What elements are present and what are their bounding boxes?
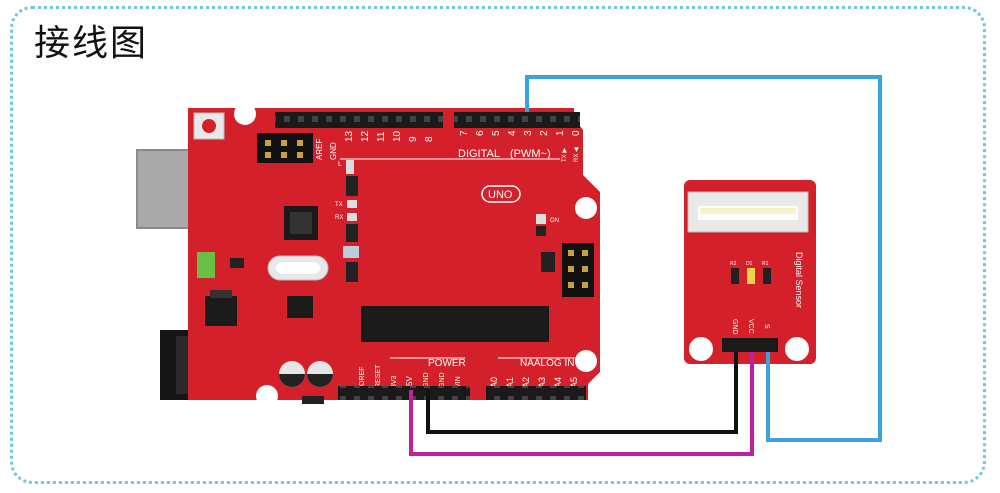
digital-label: DIGITAL bbox=[458, 148, 500, 160]
svg-text:A3: A3 bbox=[537, 377, 547, 388]
sensor-pin-s: S bbox=[763, 324, 770, 329]
svg-text:11: 11 bbox=[376, 131, 387, 142]
svg-text:L: L bbox=[338, 161, 342, 168]
svg-text:1: 1 bbox=[555, 130, 566, 136]
digital-pin-labels-left: AREF GND 13 12 11 10 9 8 bbox=[315, 130, 435, 160]
sensor-pin-vcc: VCC bbox=[747, 319, 754, 334]
uno-logo: UNO bbox=[481, 185, 521, 203]
pwm-label: (PWM~) bbox=[510, 148, 551, 160]
svg-text:4: 4 bbox=[507, 130, 518, 136]
power-header bbox=[338, 386, 470, 400]
reset-button bbox=[193, 112, 225, 140]
status-leds: L TX RX bbox=[335, 160, 358, 242]
on-label: ON bbox=[550, 218, 559, 224]
svg-text:8: 8 bbox=[424, 136, 435, 142]
svg-text:RX ◀: RX ◀ bbox=[574, 147, 580, 162]
svg-text:AREF: AREF bbox=[315, 139, 324, 160]
voltage-regulator bbox=[205, 290, 237, 326]
svg-text:0: 0 bbox=[571, 130, 582, 136]
svg-text:TX: TX bbox=[335, 202, 343, 208]
svg-text:R2: R2 bbox=[730, 261, 737, 267]
svg-text:3V3: 3V3 bbox=[391, 375, 398, 388]
digital-pin-labels-right: 7 6 5 4 3 2 1 0 TX ▶ RX ◀ bbox=[459, 130, 582, 162]
svg-text:5V: 5V bbox=[405, 376, 414, 386]
svg-text:5: 5 bbox=[491, 130, 502, 136]
svg-text:RESET: RESET bbox=[375, 364, 382, 388]
svg-text:IOREF: IOREF bbox=[359, 367, 366, 388]
sensor-name: Digital Sensor bbox=[794, 252, 804, 308]
svg-text:13: 13 bbox=[344, 130, 355, 142]
svg-text:7: 7 bbox=[459, 130, 470, 136]
svg-text:UNO: UNO bbox=[488, 189, 513, 201]
power-label: POWER bbox=[428, 358, 466, 369]
svg-text:A0: A0 bbox=[489, 377, 499, 388]
green-component bbox=[197, 252, 215, 278]
power-pin-labels: IOREF RESET 3V3 5V GND GND VIN bbox=[359, 364, 462, 388]
digital-header-left bbox=[275, 112, 443, 128]
analog-label: NAALOG IN bbox=[520, 358, 574, 369]
capacitors bbox=[279, 361, 333, 387]
sensor-pin-gnd: GND bbox=[731, 319, 738, 335]
page-title: 接线图 bbox=[34, 23, 149, 64]
svg-text:A4: A4 bbox=[553, 377, 563, 388]
digital-sensor-module: R2 D1 R1 Digital Sensor GND VCC S bbox=[684, 180, 816, 364]
wire-gnd bbox=[426, 352, 738, 434]
svg-text:2: 2 bbox=[539, 130, 550, 136]
svg-text:RX: RX bbox=[335, 215, 343, 221]
svg-text:A1: A1 bbox=[505, 377, 515, 388]
wires bbox=[409, 75, 882, 456]
svg-text:GND: GND bbox=[439, 372, 446, 388]
svg-text:VIN: VIN bbox=[455, 376, 462, 388]
mounting-holes bbox=[234, 103, 597, 407]
svg-text:9: 9 bbox=[408, 136, 419, 142]
svg-text:10: 10 bbox=[392, 130, 403, 142]
analog-header bbox=[486, 386, 586, 400]
icsp-header-usb bbox=[257, 133, 313, 163]
svg-text:GND: GND bbox=[423, 372, 430, 388]
svg-text:A5: A5 bbox=[569, 377, 579, 388]
usb-controller-chip bbox=[284, 206, 318, 240]
svg-text:3: 3 bbox=[523, 130, 534, 136]
atmega-chip bbox=[361, 306, 549, 342]
analog-pin-labels: A0 A1 A2 A3 A4 A5 bbox=[489, 377, 579, 388]
svg-text:GND: GND bbox=[329, 142, 338, 160]
svg-text:A2: A2 bbox=[521, 377, 531, 388]
svg-text:6: 6 bbox=[475, 130, 486, 136]
icsp-header bbox=[562, 243, 594, 297]
digital-header-right bbox=[454, 112, 580, 128]
diagram-frame bbox=[10, 6, 986, 484]
crystal-oscillator bbox=[267, 255, 329, 281]
svg-text:TX ▶: TX ▶ bbox=[562, 148, 568, 162]
svg-text:D1: D1 bbox=[746, 261, 753, 267]
svg-text:R1: R1 bbox=[762, 261, 769, 267]
wire-vcc bbox=[409, 352, 754, 456]
svg-text:12: 12 bbox=[360, 130, 371, 142]
wire-signal bbox=[525, 75, 882, 442]
